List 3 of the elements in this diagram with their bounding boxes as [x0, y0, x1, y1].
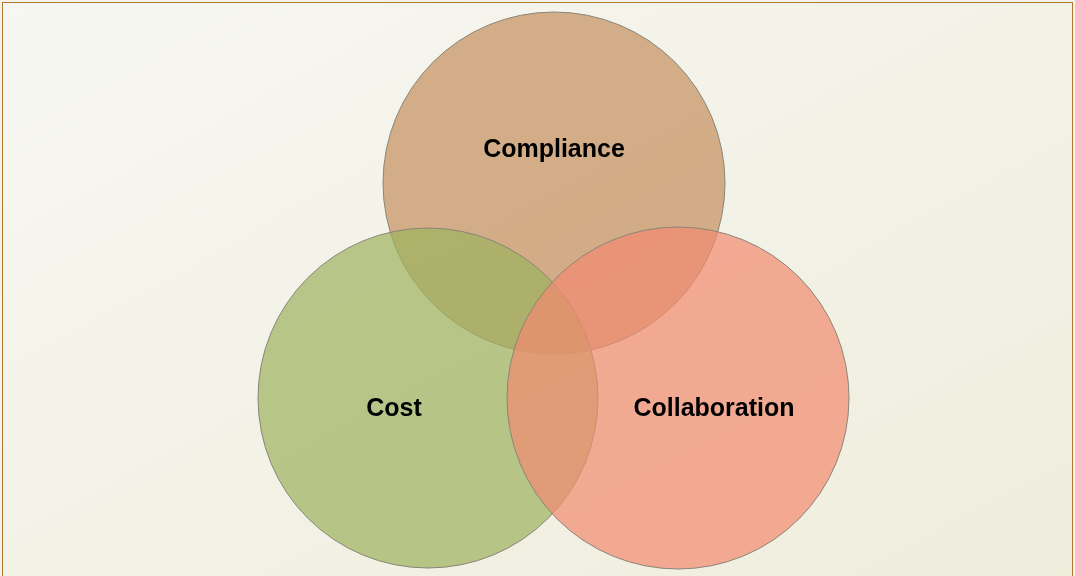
- circle-label: Cost: [366, 392, 422, 424]
- circle-label: Compliance: [483, 133, 625, 165]
- circle-label: Collaboration: [633, 392, 795, 424]
